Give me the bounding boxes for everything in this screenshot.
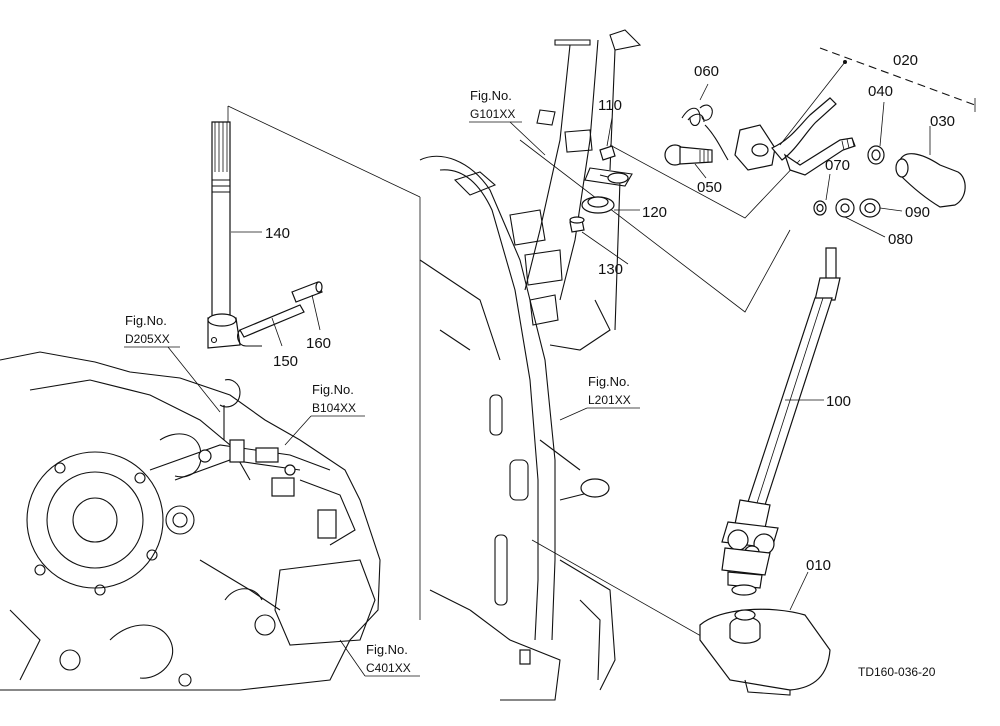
shift-linkage xyxy=(149,379,331,497)
center-frame xyxy=(419,155,621,701)
part-140-shift-rod xyxy=(207,121,241,349)
part-060-spring xyxy=(681,104,729,161)
callout-120: 120 xyxy=(642,204,667,221)
callout-070: 070 xyxy=(825,157,850,174)
callout-020: 020 xyxy=(893,52,918,69)
figref-b104: Fig.No. B104XX xyxy=(284,382,365,446)
callout-060: 060 xyxy=(694,63,719,80)
part-040-nut xyxy=(867,145,885,165)
callout-040: 040 xyxy=(868,83,893,100)
figref-g101: Fig.No. G101XX xyxy=(469,88,546,156)
figref-c401-label: Fig.No. xyxy=(366,642,408,657)
figref-d205-label: Fig.No. xyxy=(125,313,167,328)
part-150-pin xyxy=(237,304,305,347)
figref-g101-label: Fig.No. xyxy=(470,88,512,103)
part-090-nut xyxy=(859,198,881,218)
part-100-shift-shaft xyxy=(721,247,841,596)
drawing-code: TD160-036-20 xyxy=(858,665,936,679)
part-080-washer xyxy=(835,198,855,218)
callout-010: 010 xyxy=(806,557,831,574)
figref-d205-code: D205XX xyxy=(125,332,170,346)
part-030-knob xyxy=(895,153,966,208)
figref-c401: Fig.No. C401XX xyxy=(339,639,420,677)
part-130-bolt xyxy=(569,216,585,233)
figref-l201: Fig.No. L201XX xyxy=(559,374,640,421)
callout-050: 050 xyxy=(697,179,722,196)
figref-b104-label: Fig.No. xyxy=(312,382,354,397)
part-020-lever xyxy=(734,97,856,176)
callout-090: 090 xyxy=(905,204,930,221)
callout-150: 150 xyxy=(273,353,298,370)
figref-b104-code: B104XX xyxy=(312,401,356,415)
part-120-bolt xyxy=(581,196,615,214)
part-070-washer xyxy=(813,200,827,216)
callout-110: 110 xyxy=(598,97,622,114)
part-110-plate xyxy=(584,145,633,187)
callout-160: 160 xyxy=(306,335,331,352)
callout-140: 140 xyxy=(265,225,290,242)
callout-130: 130 xyxy=(598,261,623,278)
figref-d205: Fig.No. D205XX xyxy=(124,313,221,413)
figref-g101-code: G101XX xyxy=(470,107,515,121)
transmission-housing xyxy=(0,351,381,691)
part-010-cover-plate xyxy=(699,608,831,696)
part-160-roll-pin xyxy=(291,281,323,303)
figref-l201-code: L201XX xyxy=(588,393,631,407)
callout-100: 100 xyxy=(826,393,851,410)
figref-c401-code: C401XX xyxy=(366,661,411,675)
figref-l201-label: Fig.No. xyxy=(588,374,630,389)
callout-080: 080 xyxy=(888,231,913,248)
part-050-pivot-pin xyxy=(664,144,713,166)
callout-030: 030 xyxy=(930,113,955,130)
